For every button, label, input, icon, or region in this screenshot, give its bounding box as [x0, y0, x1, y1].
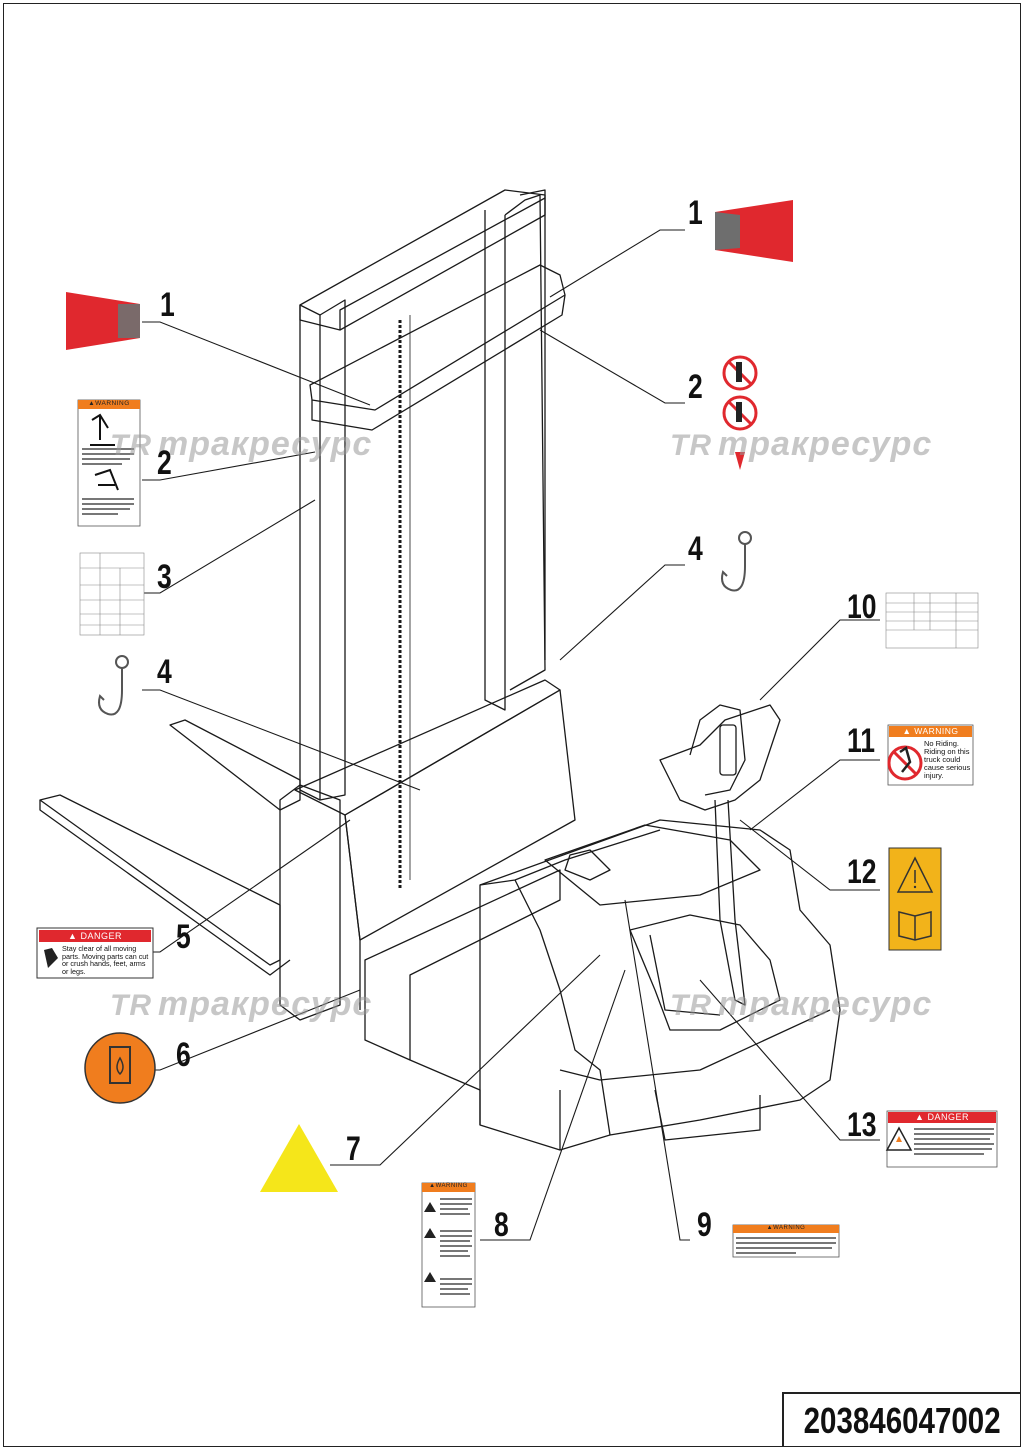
- label-7-yellow-triangle: [260, 1124, 338, 1192]
- callout-2-right: 2: [688, 368, 703, 406]
- label-5-text: Stay clear of all moving parts. Moving p…: [62, 944, 149, 976]
- label-10-nameplate: [885, 592, 979, 649]
- label-2-no-standing-signs: [722, 355, 758, 470]
- callout-4-right: 4: [688, 530, 703, 568]
- label-9-header: ▲WARNING: [766, 1225, 806, 1231]
- part-number: 203846047002: [803, 1399, 1002, 1441]
- callout-11: 11: [847, 722, 876, 760]
- label-9-warning-strip: [732, 1224, 840, 1258]
- label-1-left-reflector: [66, 292, 140, 350]
- drawing-frame: [3, 3, 1021, 1447]
- callout-10: 10: [847, 588, 877, 626]
- label-5-danger-sticker: [36, 927, 154, 979]
- callout-3: 3: [157, 558, 172, 596]
- label-5-header: ▲ DANGER: [68, 931, 122, 941]
- label-4-hook-left: [98, 655, 129, 716]
- label-11-text: No Riding. Riding on this truck could ca…: [924, 739, 971, 780]
- label-3-capacity-table: [79, 552, 145, 636]
- callout-9: 9: [697, 1206, 712, 1244]
- callout-5: 5: [176, 918, 191, 956]
- tractor-body: [479, 704, 841, 1151]
- label-11-no-riding-sticker: [887, 724, 974, 786]
- label-8-header: ▲WARNING: [429, 1183, 468, 1189]
- callout-8: 8: [494, 1206, 509, 1244]
- label-13-header: ▲ DANGER: [915, 1112, 969, 1122]
- label-6-hydraulic-oil-sign: [84, 1032, 156, 1104]
- callout-2-left: 2: [157, 444, 172, 482]
- callout-1-right: 1: [688, 194, 703, 232]
- label-8-warning-sticker: [421, 1182, 476, 1308]
- mast-assembly: [39, 189, 576, 1125]
- callout-6: 6: [176, 1036, 191, 1074]
- callout-1-left: 1: [160, 286, 175, 324]
- callout-4-left: 4: [157, 653, 172, 691]
- leader-lines: [140, 229, 880, 1241]
- label-11-header: ▲ WARNING: [902, 726, 959, 736]
- label-1-right-reflector: [715, 200, 793, 262]
- label-4-hook-right: [721, 531, 752, 592]
- label-13-battery-danger-sticker: [885, 1110, 998, 1168]
- part-number-box: 203846047002: [782, 1392, 1021, 1447]
- label-2-warning-sticker: [77, 399, 141, 527]
- callout-12: 12: [847, 853, 877, 891]
- label-12-read-manual-sign: [888, 847, 942, 951]
- callout-13: 13: [847, 1106, 877, 1144]
- label-2-header: ▲WARNING: [88, 400, 130, 407]
- callout-7: 7: [346, 1130, 361, 1168]
